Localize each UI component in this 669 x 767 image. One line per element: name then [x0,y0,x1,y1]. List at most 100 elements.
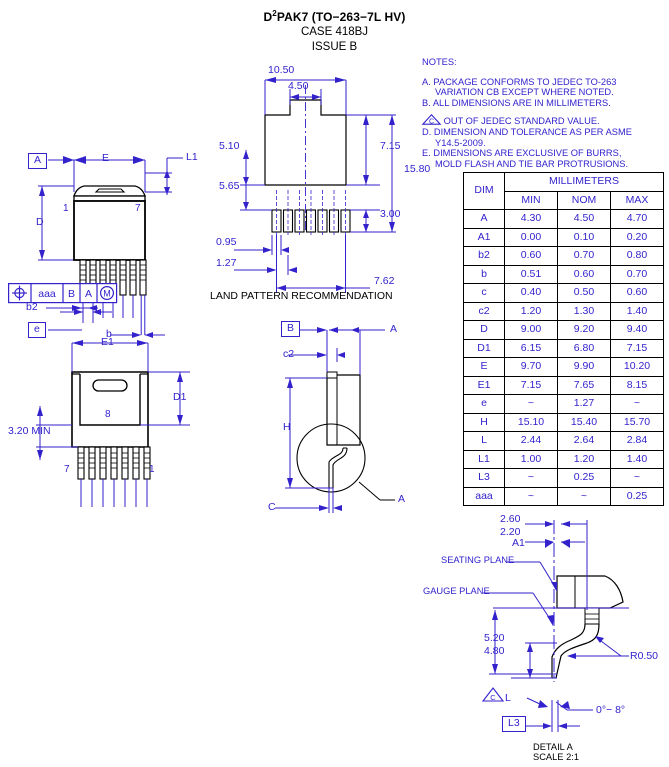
package-body-front [0,70,210,338]
svg-text:M: M [103,289,111,299]
table-cell-min: ~ [504,468,558,488]
table-cell-nom: 0.10 [557,227,611,247]
table-row: e~1.27~ [463,394,664,414]
table-cell-dim: aaa [463,486,505,506]
table-units-header: MILLIMETERS [504,172,664,192]
table-col-nom: NOM [557,190,611,210]
detail-lead-neck [584,607,600,625]
table-row: L3~0.25~ [463,468,664,488]
detail-circle [296,423,366,493]
table-cell-min: 7.15 [504,375,558,395]
table-cell-max: 9.40 [610,320,664,340]
lead-group-bottom [77,446,151,507]
note-item-a: A. PACKAGE CONFORMS TO JEDEC TO-263 [422,76,617,87]
triangle-c-icon-detail: C [481,687,505,702]
table-cell-nom: 2.64 [557,431,611,451]
dim-label-H: H [283,421,291,433]
label-seating-plane: SEATING PLANE [441,555,515,565]
issue-label: ISSUE B [311,41,358,53]
fcf-datum-b: B [68,288,75,300]
pin-label-7-front: 7 [135,203,141,214]
datum-l3: L3 [502,716,526,732]
table-cell-dim: e [463,394,505,414]
datum-a-front: A [28,153,48,169]
package-body [73,200,146,261]
table-row: aaa~~0.25 [463,486,664,506]
table-cell-min: 0.40 [504,283,558,303]
table-cell-dim: c2 [463,301,505,321]
svg-text:C: C [490,693,496,702]
notes-block: NOTES: A. PACKAGE CONFORMS TO JEDEC TO-2… [421,57,668,169]
table-cell-dim: L1 [463,449,505,469]
table-cell-max: 10.20 [610,357,664,377]
table-cell-max: 0.70 [610,264,664,284]
dim-label-5-20: 5.20 [484,632,505,644]
dim-label-C: C [268,501,276,513]
table-cell-dim: b [463,264,505,284]
pin-label-1-front: 1 [63,203,69,214]
table-cell-dim: D [463,320,505,340]
table-cell-max: 1.40 [610,449,664,469]
dim-label-0-95: 0.95 [216,236,237,248]
table-cell-max: ~ [610,394,664,414]
table-cell-dim: D1 [463,338,505,358]
dim-label-7-62: 7.62 [374,275,395,287]
table-cell-max: 0.25 [610,486,664,506]
table-cell-max: 8.15 [610,375,664,395]
note-item-a-cont: VARIATION CB EXCEPT WHERE NOTED. [435,87,614,98]
table-col-dim: DIM [463,172,505,210]
table-cell-nom: 0.70 [557,246,611,266]
dim-label-3-20-min: 3.20 MIN [8,425,51,437]
table-cell-dim: L [463,431,505,451]
land-pattern-caption: LAND PATTERN RECOMMENDATION [210,290,393,302]
table-cell-max: 15.70 [610,412,664,432]
table-cell-nom: 9.90 [557,357,611,377]
table-cell-max: 2.84 [610,431,664,451]
table-cell-dim: A1 [463,227,505,247]
dim-label-2-60: 2.60 [500,513,521,525]
table-cell-max: 7.15 [610,338,664,358]
dim-label-7-15: 7.15 [380,140,401,152]
table-col-min: MIN [504,190,558,210]
view-side-elevation [255,310,440,515]
side-tab [326,371,338,379]
pin-label-1-bottom: 1 [149,464,155,475]
dim-label-4-50: 4.50 [288,80,309,92]
dim-label-E: E [102,152,110,164]
page-title: D2PAK7 (TO−263−7L HV) [263,9,406,24]
dim-label-5-65: 5.65 [219,180,240,192]
table-cell-dim: b2 [463,246,505,266]
detail-body-outline [556,575,624,609]
table-cell-min: ~ [504,486,558,506]
dim-label-1-27: 1.27 [216,257,237,269]
dim-label-E1: E1 [101,336,114,348]
table-cell-max: 0.60 [610,283,664,303]
table-cell-dim: c [463,283,505,303]
bottom-inner-pad [79,374,141,426]
dim-label-15-80: 15.80 [404,163,431,175]
pin-label-7-bottom: 7 [64,464,70,475]
table-cell-min: 4.30 [504,209,558,229]
dim-label-10-50: 10.50 [268,64,295,76]
svg-text:C: C [429,119,434,126]
table-cell-min: 0.60 [504,246,558,266]
feature-control-frame: aaa B A M [8,283,118,304]
dim-label-2-20: 2.20 [500,526,521,538]
table-cell-nom: 7.65 [557,375,611,395]
table-cell-min: 9.70 [504,357,558,377]
table-cell-nom: 6.80 [557,338,611,358]
note-item-e-cont: MOLD FLASH AND TIE BAR PROTRUSIONS. [435,158,629,169]
table-cell-min: 9.00 [504,320,558,340]
note-item-c: C OUT OF JEDEC STANDARD VALUE. [421,114,668,127]
label-A-side-top: A [390,323,398,335]
dim-label-D: D [36,216,44,228]
